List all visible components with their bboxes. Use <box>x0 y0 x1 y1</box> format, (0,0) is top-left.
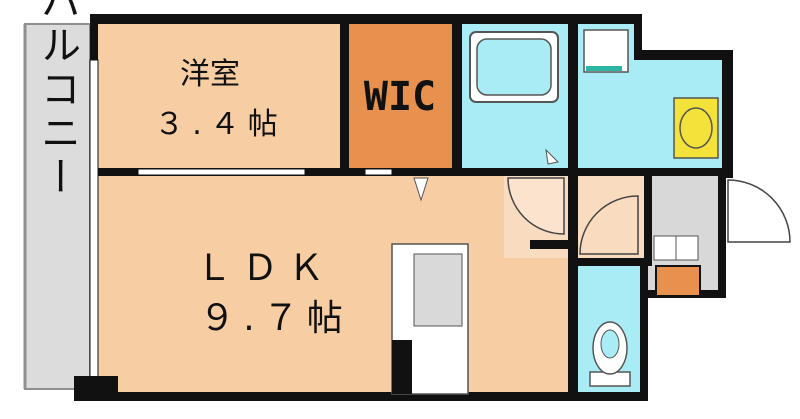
kitchen-wall <box>392 340 412 394</box>
toilet-bowl <box>600 329 620 359</box>
wic-label: WIC <box>364 74 436 120</box>
partition-wall <box>392 168 504 176</box>
sink-basin <box>413 253 463 327</box>
shower-mark <box>545 148 560 165</box>
shoe-box <box>655 265 701 297</box>
partition-wall <box>305 168 365 176</box>
balcony-window <box>89 59 99 381</box>
corner-pillar <box>74 376 118 401</box>
balcony-label: バルコニー <box>34 0 80 200</box>
washing-machine-icon <box>583 29 629 73</box>
washbasin-bowl <box>679 107 713 149</box>
balcony-area <box>24 23 91 390</box>
partition-wall <box>98 168 138 176</box>
partition-wall <box>452 24 462 174</box>
partition-wall <box>340 24 349 174</box>
ldk-name: ＬＤＫ <box>196 248 334 289</box>
ldk-room <box>98 176 568 392</box>
partition-wall <box>568 24 578 164</box>
sliding-door <box>137 168 306 176</box>
ldk-size: ９.７帖 <box>199 298 350 339</box>
door-arrow-icon <box>413 177 429 202</box>
western-room-name: 洋室 <box>180 57 240 92</box>
partition-wall <box>578 258 644 266</box>
door-swing-icon <box>507 177 565 235</box>
western-room <box>98 24 340 168</box>
wic-room <box>349 24 452 168</box>
partition-wall <box>530 240 570 249</box>
door-swing-icon <box>579 195 639 255</box>
partition-wall <box>568 168 578 398</box>
partition-wall <box>640 258 648 398</box>
washing-machine-drain <box>586 66 622 71</box>
partition-wall <box>644 168 652 266</box>
western-room-size: ３.４帖 <box>154 107 286 142</box>
sliding-door <box>364 168 393 176</box>
door-swing-icon <box>727 179 791 243</box>
bathtub-inner <box>476 38 552 96</box>
